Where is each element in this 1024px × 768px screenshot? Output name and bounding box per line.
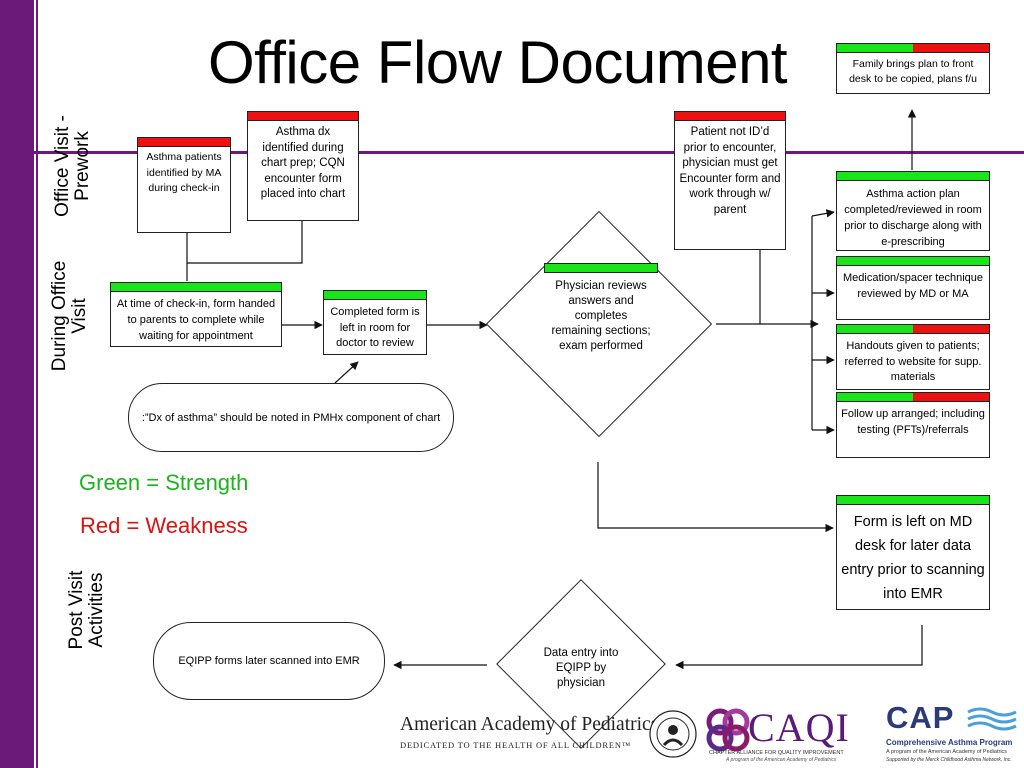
legend-green: Green = Strength xyxy=(79,470,249,495)
cap-name: CAP xyxy=(886,700,955,735)
rating-bar xyxy=(247,111,359,121)
cap-sub2: A program of the American Academy of Ped… xyxy=(886,749,1008,755)
box-handouts: Handouts given to patients; referred to … xyxy=(836,324,990,390)
rating-bar xyxy=(674,111,786,121)
box-completed-form: Completed form is left in room for docto… xyxy=(323,290,427,355)
text-data-entry: Data entry into EQIPP by physician xyxy=(543,647,619,689)
box-physician-reviews-label xyxy=(544,263,658,273)
left-accent-bar xyxy=(0,0,34,768)
rating-bar xyxy=(323,290,427,300)
aap-logo: American Academy of Pediatrics DEDICATED… xyxy=(400,714,659,764)
rating-bar xyxy=(836,43,990,53)
box-medication: Medication/spacer technique reviewed by … xyxy=(836,256,990,320)
box-action-plan: Asthma action plan completed/reviewed in… xyxy=(836,171,990,251)
note-dx-of-asthma: :”Dx of asthma” should be noted in PMHx … xyxy=(128,383,454,452)
box-checkin-form: At time of check-in, form handed to pare… xyxy=(110,282,282,347)
rating-bar xyxy=(836,256,990,266)
caqi-sub2: A program of the American Academy of Ped… xyxy=(726,757,837,763)
rating-bar xyxy=(836,324,990,334)
box-form-left: Form is left on MD desk for later data e… xyxy=(836,495,990,610)
caqi-logo: CAQI CHAPTER ALLIANCE FOR QUALITY IMPROV… xyxy=(706,705,876,766)
cap-wave-icon xyxy=(967,707,1017,731)
caqi-name: CAQI xyxy=(748,705,850,750)
rating-bar xyxy=(836,392,990,402)
aap-seal-icon xyxy=(648,709,698,759)
aap-tagline: DEDICATED TO THE HEALTH OF ALL CHILDREN™ xyxy=(400,740,631,750)
box-follow-up: Follow up arranged; including testing (P… xyxy=(836,392,990,458)
caqi-swirl-icon xyxy=(706,708,750,752)
box-family-brings: Family brings plan to front desk to be c… xyxy=(836,43,990,94)
rating-bar xyxy=(836,171,990,181)
cap-logo: CAP Comprehensive Asthma Program A progr… xyxy=(886,700,1020,766)
rating-bar xyxy=(836,495,990,505)
caqi-sub: CHAPTER ALLIANCE FOR QUALITY IMPROVEMENT xyxy=(709,750,844,756)
left-accent-line xyxy=(36,0,38,768)
legend-red: Red = Weakness xyxy=(80,513,248,538)
aap-name: American Academy of Pediatrics xyxy=(400,714,659,735)
box-asthma-patients: Asthma patients identified by MA during … xyxy=(137,137,231,233)
page-title: Office Flow Document xyxy=(208,29,788,96)
rating-bar xyxy=(544,263,658,273)
rating-bar xyxy=(137,137,231,147)
cap-sub: Comprehensive Asthma Program xyxy=(886,738,1013,747)
box-asthma-dx: Asthma dx identified during chart prep; … xyxy=(247,111,359,221)
cap-sub3: Supported by the Merck Childhood Asthma … xyxy=(886,757,1012,763)
rating-bar xyxy=(110,282,282,292)
box-eqipp-scanned: EQIPP forms later scanned into EMR xyxy=(153,622,385,700)
text-physician-reviews: Physician reviews answers and completes … xyxy=(551,280,651,352)
prework-divider-line xyxy=(0,151,1024,154)
box-patient-not-id: Patient not ID’d prior to encounter, phy… xyxy=(674,111,786,250)
